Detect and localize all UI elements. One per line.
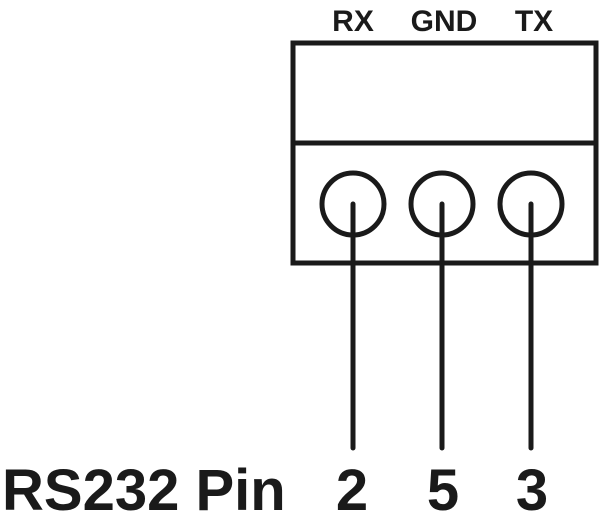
pin-number-rx: 2 (336, 458, 368, 519)
terminal-label-gnd: GND (411, 5, 478, 38)
connector-top-block (290, 40, 599, 146)
pin-number-tx: 3 (516, 458, 548, 519)
pin-number-gnd: 5 (427, 458, 459, 519)
pin-caption: RS232 Pin (2, 458, 286, 519)
terminal-label-tx: TX (515, 5, 553, 38)
terminal-label-rx: RX (332, 5, 374, 38)
